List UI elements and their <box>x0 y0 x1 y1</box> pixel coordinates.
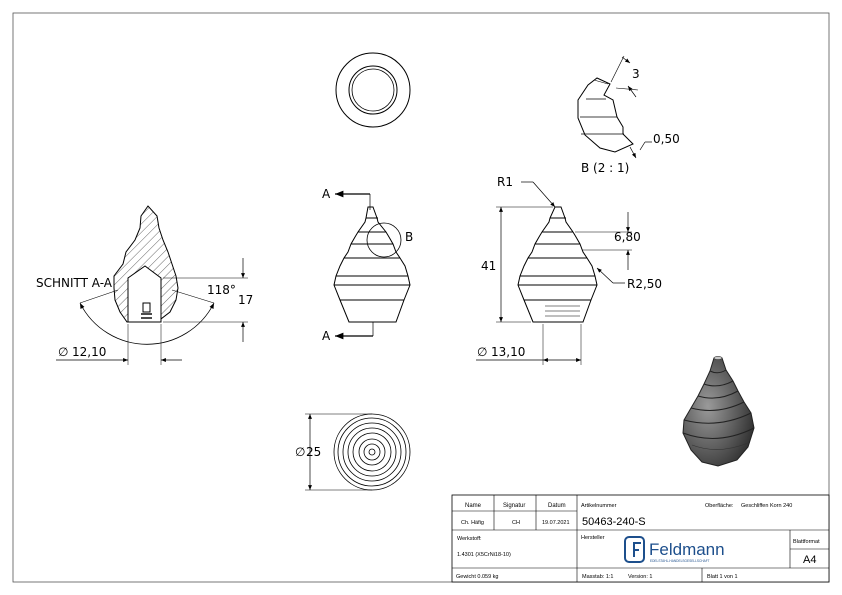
outer-diameter-symbol: ∅ <box>477 345 487 359</box>
tb-col-date: Datum <box>548 503 566 509</box>
tb-article-number: 50463-240-S <box>582 516 646 528</box>
tb-format-value: A4 <box>803 554 816 566</box>
dimensioned-view <box>476 181 632 365</box>
top-view <box>335 52 411 128</box>
section-label: SCHNITT A-A <box>36 276 113 290</box>
edge-radius: R2,50 <box>627 277 662 291</box>
isometric-render <box>682 356 755 467</box>
bottom-diameter: 25 <box>306 445 321 459</box>
section-marker-top: A <box>322 187 331 201</box>
front-view <box>333 190 411 340</box>
detail-label: B (2 : 1) <box>581 161 629 175</box>
bottom-diameter-symbol: ∅ <box>295 445 305 459</box>
tip-radius: R1 <box>497 175 513 189</box>
tb-surface-value: Geschliffen Korn 240 <box>741 503 792 509</box>
section-diameter: 12,10 <box>72 345 106 359</box>
tb-material-label: Werkstoff: <box>457 536 482 542</box>
tb-scale: Masstab: 1:1 <box>582 574 614 580</box>
bottom-view <box>305 413 411 491</box>
tb-brand: Feldmann <box>649 540 725 559</box>
outer-diameter: 13,10 <box>491 345 525 359</box>
detail-depth: 0,50 <box>653 132 680 146</box>
tb-col-name: Name <box>465 503 482 509</box>
tb-version: Version: 1 <box>628 574 652 580</box>
section-depth: 17 <box>238 293 253 307</box>
step-height: 6,80 <box>614 230 641 244</box>
detail-marker: B <box>405 230 413 244</box>
feldmann-logo <box>624 536 645 563</box>
sheet-border <box>12 12 830 583</box>
tb-weight: Gewicht 0.059 kg <box>456 574 499 580</box>
section-marker-bottom: A <box>322 329 331 343</box>
tb-date: 19.07.2021 <box>542 520 570 526</box>
detail-width: 3 <box>632 67 640 81</box>
tb-col-signature: Signatur <box>503 503 525 509</box>
tb-material-value: 1.4301 (X5CrNi18-10) <box>457 552 511 558</box>
tb-brand-tagline: EDELSTAHL-HANDELSGESELLSCHAFT <box>650 559 710 563</box>
tb-manufacturer-label: Hersteller <box>581 535 605 541</box>
tb-surface-label: Oberfläche: <box>705 503 734 509</box>
title-block: Name Signatur Datum Ch. Häfig CH 19.07.2… <box>451 494 830 583</box>
tb-name: Ch. Häfig <box>461 520 484 526</box>
tb-sheet: Blatt 1 von 1 <box>707 574 738 580</box>
overall-height: 41 <box>481 259 496 273</box>
section-view: SCHNITT A-A 118° 17 ∅ 12,10 <box>36 205 253 365</box>
tb-format-label: Blattformat <box>793 539 820 545</box>
tb-signature: CH <box>512 520 520 526</box>
section-angle: 118° <box>207 283 236 297</box>
detail-view-b <box>577 55 652 159</box>
tb-article-label: Artikelnummer <box>581 503 617 509</box>
section-diameter-symbol: ∅ <box>58 345 68 359</box>
